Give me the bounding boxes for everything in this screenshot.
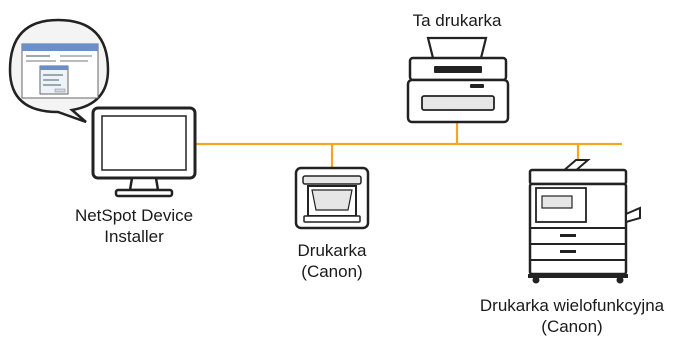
this-printer-label: Ta drukarka: [412, 11, 502, 30]
computer-label-line2: Installer: [104, 227, 164, 246]
canon-printer-icon: [294, 166, 370, 230]
mfp-label-line1: Drukarka wielofunkcyjna: [479, 296, 665, 315]
canon-printer-label: Drukarka (Canon): [272, 240, 392, 282]
computer-monitor-icon: [8, 18, 197, 198]
mfp-label-line2: (Canon): [541, 317, 603, 336]
computer-label-line1: NetSpot Device: [74, 206, 194, 225]
canon-printer-label-line2: (Canon): [301, 262, 363, 281]
network-lines: [195, 122, 622, 170]
this-printer-icon: [406, 36, 510, 124]
mfp-label: Drukarka wielofunkcyjna (Canon): [452, 295, 692, 337]
computer-label: NetSpot Device Installer: [54, 205, 214, 247]
canon-printer-label-line1: Drukarka: [297, 241, 367, 260]
multifunction-printer-icon: [528, 159, 641, 284]
